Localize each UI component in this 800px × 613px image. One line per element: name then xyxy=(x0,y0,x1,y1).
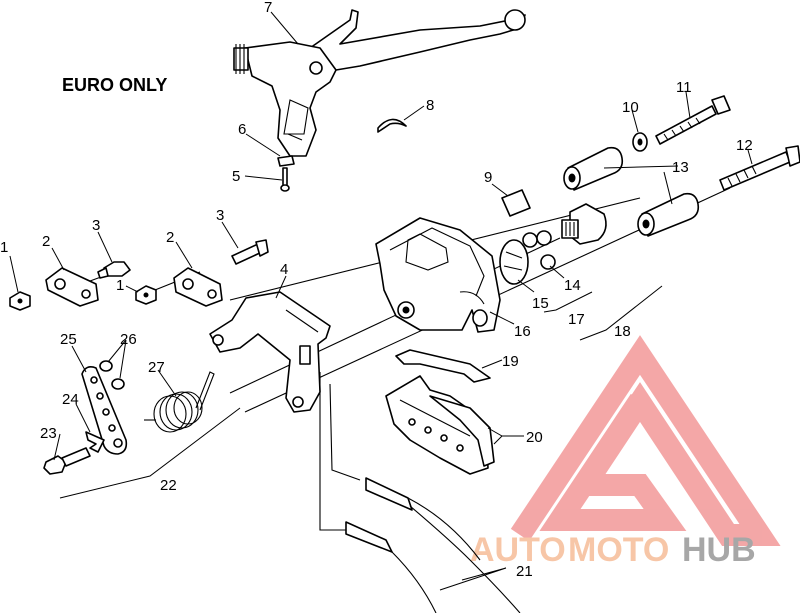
pad-plate-part xyxy=(501,189,531,217)
callout-15: 15 xyxy=(532,295,549,312)
piston-part xyxy=(561,203,607,245)
lever-plate-part xyxy=(81,366,128,455)
callout-7: 7 xyxy=(264,0,272,16)
callout-23: 23 xyxy=(40,425,57,442)
watermark-word-auto: AUTO xyxy=(470,531,566,569)
brake-pad-part xyxy=(385,375,495,475)
callout-4: 4 xyxy=(280,261,288,278)
callout-1-left: 1 xyxy=(0,239,8,256)
euro-only-heading: EURO ONLY xyxy=(62,75,167,95)
callout-24: 24 xyxy=(62,391,79,408)
callout-25: 25 xyxy=(60,331,77,348)
bushing-part xyxy=(99,360,125,390)
spring-clip-part xyxy=(395,349,491,383)
brake-lever-part xyxy=(233,9,526,157)
bolt-part xyxy=(719,145,800,191)
brake-cable-part xyxy=(319,372,521,613)
plate-bolt-part xyxy=(43,447,91,475)
sleeve-part-lower xyxy=(637,192,700,237)
nut-part-right xyxy=(135,285,157,305)
callout-10: 10 xyxy=(622,99,639,116)
callout-2-right: 2 xyxy=(166,229,174,246)
watermark-word-moto: MOTO xyxy=(568,531,669,569)
callout-11: 11 xyxy=(676,79,692,96)
clip-part xyxy=(85,431,105,453)
long-bolt-part xyxy=(655,95,731,145)
callout-6: 6 xyxy=(238,121,246,138)
sleeve-part-upper xyxy=(563,146,624,191)
callout-5: 5 xyxy=(232,168,240,185)
screw-part xyxy=(280,167,290,192)
boot-part xyxy=(377,118,407,133)
callout-3-left: 3 xyxy=(92,217,100,234)
callout-13: 13 xyxy=(672,159,689,176)
piston-seal-part xyxy=(499,239,529,285)
mounting-bracket-part xyxy=(209,291,331,413)
watermark-word-hub: HUB xyxy=(682,531,756,569)
link-bolt-part-right xyxy=(231,239,269,265)
washer-part xyxy=(632,132,648,152)
callout-22: 22 xyxy=(160,477,177,494)
link-part-left xyxy=(45,267,99,307)
torsion-spring-part xyxy=(144,371,215,433)
leader-lines xyxy=(9,11,753,591)
callout-18: 18 xyxy=(614,323,631,340)
o-ring-part xyxy=(522,230,556,270)
watermark-triangle-icon xyxy=(510,335,781,546)
callout-12: 12 xyxy=(736,137,753,154)
nut-part-left xyxy=(9,291,31,311)
callout-2-left: 2 xyxy=(42,233,50,250)
callout-numbers: 1 1 2 2 3 3 4 5 6 7 8 9 10 11 12 13 14 1… xyxy=(0,0,753,580)
link-bolt-part-left xyxy=(97,261,131,279)
callout-3-right: 3 xyxy=(216,207,224,224)
callout-1-right: 1 xyxy=(116,277,124,294)
callout-16: 16 xyxy=(514,323,531,340)
callout-14: 14 xyxy=(564,277,581,294)
callout-19: 19 xyxy=(502,353,519,370)
callout-21: 21 xyxy=(516,563,533,580)
callout-17: 17 xyxy=(568,311,585,328)
fitting-part xyxy=(277,155,295,167)
caliper-body-part xyxy=(375,217,501,333)
callout-9: 9 xyxy=(484,169,492,186)
callout-26: 26 xyxy=(120,331,137,348)
callout-27: 27 xyxy=(148,359,165,376)
callout-8: 8 xyxy=(426,97,434,114)
watermark-logo: AUTO MOTO HUB xyxy=(470,335,781,569)
link-part-right xyxy=(173,267,223,307)
callout-20: 20 xyxy=(526,429,543,446)
